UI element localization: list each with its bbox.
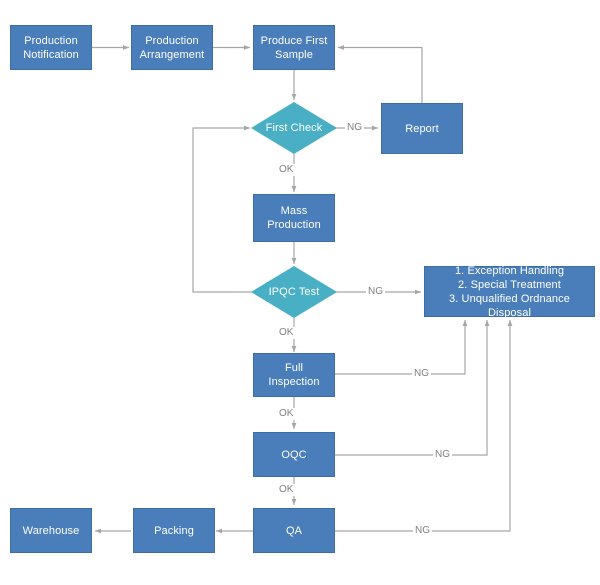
node-warehouse[interactable]: Warehouse [10, 508, 92, 553]
edge-oqc-ng-to-exception [335, 320, 490, 456]
node-label: Production Notification [23, 34, 79, 61]
edge-label-full-inspection-ok: OK [277, 408, 296, 420]
diamond-shape [251, 266, 337, 318]
diamond-shape [251, 102, 337, 154]
node-production-arrangement[interactable]: Production Arrangement [131, 25, 213, 70]
node-exception-handling[interactable]: 1. Exception Handling 2. Special Treatme… [424, 265, 595, 319]
node-production-notification[interactable]: Production Notification [10, 25, 92, 70]
edge-ipqc-feedback-to-firstcheck [192, 125, 253, 293]
node-packing[interactable]: Packing [133, 508, 215, 553]
edge-label-ipqc-ok: OK [277, 327, 296, 339]
node-label: Mass Production [267, 205, 321, 231]
edge-label-qa-ng: NG [413, 525, 432, 537]
edge-label-ipqc-ng: NG [366, 286, 385, 298]
node-mass-production[interactable]: Mass Production [253, 194, 335, 242]
node-first-check[interactable]: First Check [250, 101, 338, 155]
edge-qa-ng-to-exception [335, 320, 513, 532]
node-label: Full Inspection [268, 362, 320, 388]
node-label: Report [405, 122, 439, 135]
node-produce-first-sample[interactable]: Produce First Sample [253, 25, 335, 70]
node-label: Produce First Sample [260, 34, 328, 61]
edge-label-first-check-ng: NG [345, 122, 364, 134]
edge-label-oqc-ok: OK [277, 484, 296, 496]
node-full-inspection[interactable]: Full Inspection [253, 353, 335, 397]
edge-fullinspection-ng-to-exception [335, 320, 468, 375]
node-label: First Check [265, 122, 323, 134]
node-label: QA [285, 524, 303, 537]
node-ipqc-test[interactable]: IPQC Test [250, 265, 338, 319]
node-label: Packing [154, 524, 194, 537]
node-label: IPQC Test [268, 286, 320, 298]
edge-report-to-sample [338, 45, 423, 103]
edge-label-full-inspection-ng: NG [412, 368, 431, 380]
node-report[interactable]: Report [381, 103, 463, 154]
node-qa[interactable]: QA [253, 508, 335, 553]
node-label: 1. Exception Handling 2. Special Treatme… [449, 264, 570, 319]
node-label: OQC [281, 448, 307, 461]
node-oqc[interactable]: OQC [253, 432, 335, 477]
edge-label-first-check-ok: OK [277, 164, 296, 176]
node-label: Production Arrangement [139, 34, 205, 61]
node-label: Warehouse [22, 524, 80, 537]
edge-label-oqc-ng: NG [433, 449, 452, 461]
